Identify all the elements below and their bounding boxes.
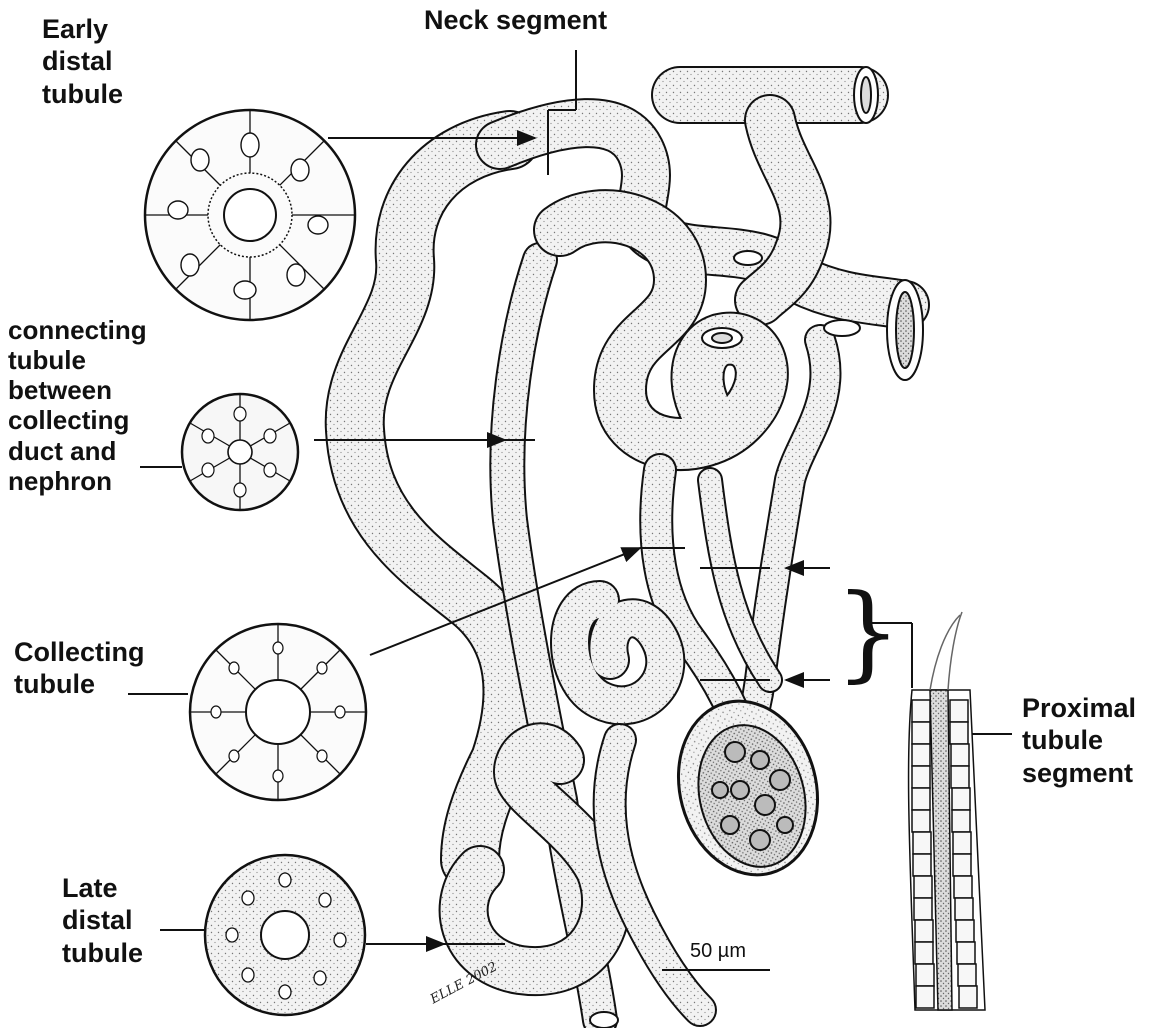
collecting-tubule-label: Collecting tubule: [14, 636, 145, 701]
connecting-cross-section: [182, 394, 298, 510]
late-distal-tubule-label: Late distal tubule: [62, 872, 143, 969]
early-distal-cross-section: [145, 110, 355, 320]
collecting-cross-section: [190, 624, 366, 800]
proximal-brace: }: [835, 571, 901, 693]
tubule-mass: [355, 95, 905, 1020]
proximal-segment-drawing: [909, 612, 985, 1010]
late-distal-cross-section: [205, 855, 365, 1015]
scale-bar-label: 50 µm: [690, 940, 746, 963]
glomerulus: [660, 685, 837, 890]
proximal-tubule-segment-label: Proximal tubule segment: [1022, 692, 1136, 789]
connecting-tubule-label: connecting tubule between collecting duc…: [8, 315, 147, 496]
early-distal-tubule-label: Early distal tubule: [42, 13, 123, 110]
neck-segment-label: Neck segment: [424, 4, 607, 36]
